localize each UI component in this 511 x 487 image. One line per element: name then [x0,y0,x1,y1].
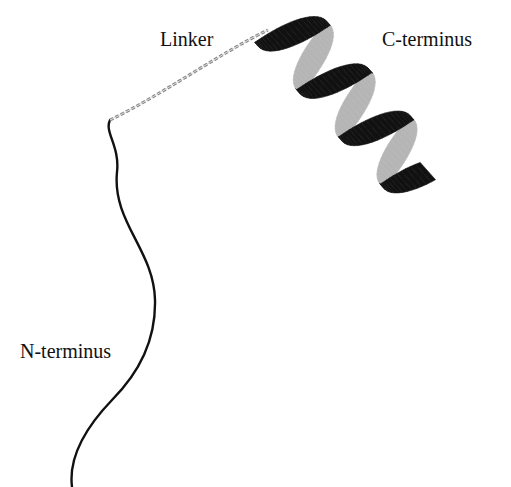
part-label: C-terminus [382,28,472,50]
n-terminus-coil [71,120,155,487]
helix-segment [408,113,414,120]
part-label: N-terminus [20,340,111,362]
helix-segment [324,19,331,26]
helix-segment [405,112,414,121]
part-label: Linker [160,28,213,50]
helix-segment [361,64,371,74]
helix-segment [364,65,372,73]
helix-segment [415,162,435,182]
helix-segment [367,67,373,74]
helix-segment [321,17,330,26]
